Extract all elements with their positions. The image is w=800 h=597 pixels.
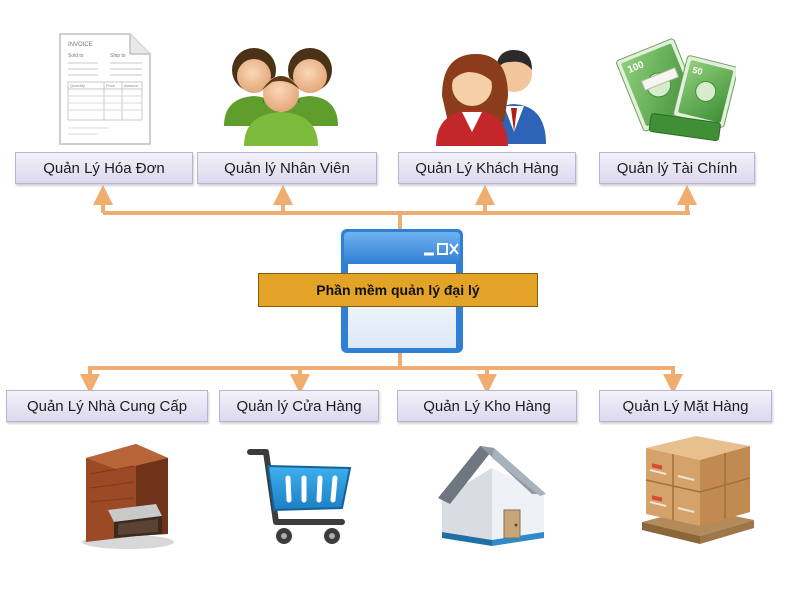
warehouse-house-icon <box>438 446 546 546</box>
module-customer-management[interactable]: Quản Lý Khách Hàng <box>398 152 576 184</box>
module-employee-management[interactable]: Quản lý Nhân Viên <box>197 152 377 184</box>
invoice-ship-to: Ship to <box>110 53 126 59</box>
invoice-sold-to: Sold to <box>68 53 84 59</box>
module-supplier-management[interactable]: Quản Lý Nhà Cung Cấp <box>6 390 208 422</box>
center-software-label: Phần mềm quản lý đại lý <box>258 273 538 307</box>
money-denomination-small: 50 <box>691 65 703 77</box>
module-warehouse-management[interactable]: Quản Lý Kho Hàng <box>397 390 577 422</box>
invoice-col-price: Price <box>106 83 116 88</box>
module-finance-management[interactable]: Quản lý Tài Chính <box>599 152 755 184</box>
product-boxes-icon <box>642 436 754 544</box>
invoice-col-amount: Amount <box>124 83 139 88</box>
money-icon: 100 50 <box>616 38 736 142</box>
customers-icon <box>436 50 546 146</box>
invoice-icon: INVOICE Sold to Ship to Quantity Price A… <box>59 33 151 145</box>
module-invoice-management[interactable]: Quản Lý Hóa Đơn <box>15 152 193 184</box>
module-store-management[interactable]: Quản lý Cửa Hàng <box>219 390 379 422</box>
invoice-col-quantity: Quantity <box>70 83 85 88</box>
invoice-title: INVOICE <box>68 42 93 48</box>
module-product-management[interactable]: Quản Lý Mặt Hàng <box>599 390 772 422</box>
supplier-building-icon <box>82 444 174 549</box>
employees-icon <box>224 48 338 146</box>
shopping-cart-icon <box>247 449 352 544</box>
